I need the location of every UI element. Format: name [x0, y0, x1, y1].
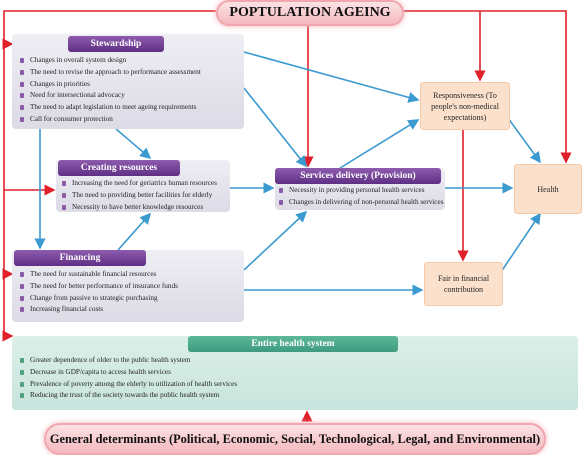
red-line-top-left — [3, 10, 216, 336]
health-box: Health — [514, 164, 582, 214]
blue-services-to-responsiveness — [339, 119, 420, 169]
creating-resources-item: The need to providing better facilities … — [60, 190, 217, 202]
blue-stew-to-services — [243, 87, 307, 168]
financing-panel: Financing The need for sustainable finan… — [12, 250, 244, 322]
services-delivery-item: Necessity in providing personal health s… — [277, 185, 444, 197]
stewardship-item: Need for intersectional advocacy — [18, 90, 201, 102]
entire-health-system-panel: Entire health system Greater dependence … — [12, 336, 578, 410]
stewardship-item: Changes in overall system design — [18, 55, 201, 67]
financing-header: Financing — [14, 250, 146, 266]
services-delivery-panel: Services delivery (Provision) Necessity … — [275, 168, 445, 210]
blue-stew-to-responsiveness — [243, 51, 420, 103]
stewardship-item: The need to adapt legislation to meet ag… — [18, 102, 201, 114]
creating-resources-list: Increasing the need for geriatrics human… — [60, 178, 217, 213]
creating-resources-item: Necessity to have better knowledge resou… — [60, 202, 217, 214]
red-line-top-right — [400, 10, 572, 164]
services-delivery-header: Services delivery (Provision) — [275, 168, 441, 184]
fair-financial-contribution-box: Fair in financial contribution — [424, 262, 503, 306]
stewardship-item: Call for consumer protection — [18, 114, 201, 126]
financing-list: The need for sustainable financial resou… — [18, 269, 178, 316]
blue-stew-to-creating — [115, 128, 152, 160]
entire-health-system-header: Entire health system — [188, 336, 398, 352]
financing-item: Increasing financial costs — [18, 304, 178, 316]
financing-item: Change from passive to strategic purchas… — [18, 293, 178, 305]
general-determinants-banner: General determinants (Political, Economi… — [44, 423, 546, 455]
stewardship-panel: Stewardship Changes in overall system de… — [12, 34, 244, 129]
blue-financing-to-services — [243, 210, 308, 271]
entire-health-system-item: Reducing the trust of the society toward… — [18, 390, 237, 402]
blue-resp-to-health — [507, 117, 541, 164]
financing-item: The need for better performance of insur… — [18, 281, 178, 293]
stewardship-item: Changes in priorities — [18, 79, 201, 91]
financing-item: The need for sustainable financial resou… — [18, 269, 178, 281]
creating-resources-header: Creating resources — [58, 160, 180, 176]
blue-financing-to-creating — [117, 212, 152, 251]
entire-health-system-item: Greater dependence of older to the publi… — [18, 355, 237, 367]
blue-fair-to-health — [500, 212, 541, 273]
entire-health-system-list: Greater dependence of older to the publi… — [18, 355, 237, 402]
stewardship-item: The need to revise the approach to perfo… — [18, 67, 201, 79]
stewardship-list: Changes in overall system design The nee… — [18, 55, 201, 126]
population-ageing-banner: POPTULATION AGEING — [216, 0, 404, 26]
stewardship-header: Stewardship — [68, 36, 164, 52]
services-delivery-list: Necessity in providing personal health s… — [277, 185, 444, 209]
responsiveness-box: Responsiveness (To people's non-medical … — [420, 82, 510, 130]
entire-health-system-item: Decrease in GDP/capita to access health … — [18, 367, 237, 379]
services-delivery-item: Changes in delivering of non-personal he… — [277, 197, 444, 209]
creating-resources-item: Increasing the need for geriatrics human… — [60, 178, 217, 190]
creating-resources-panel: Creating resources Increasing the need f… — [56, 160, 230, 212]
entire-health-system-item: Prevalence of poverty among the elderly … — [18, 379, 237, 391]
